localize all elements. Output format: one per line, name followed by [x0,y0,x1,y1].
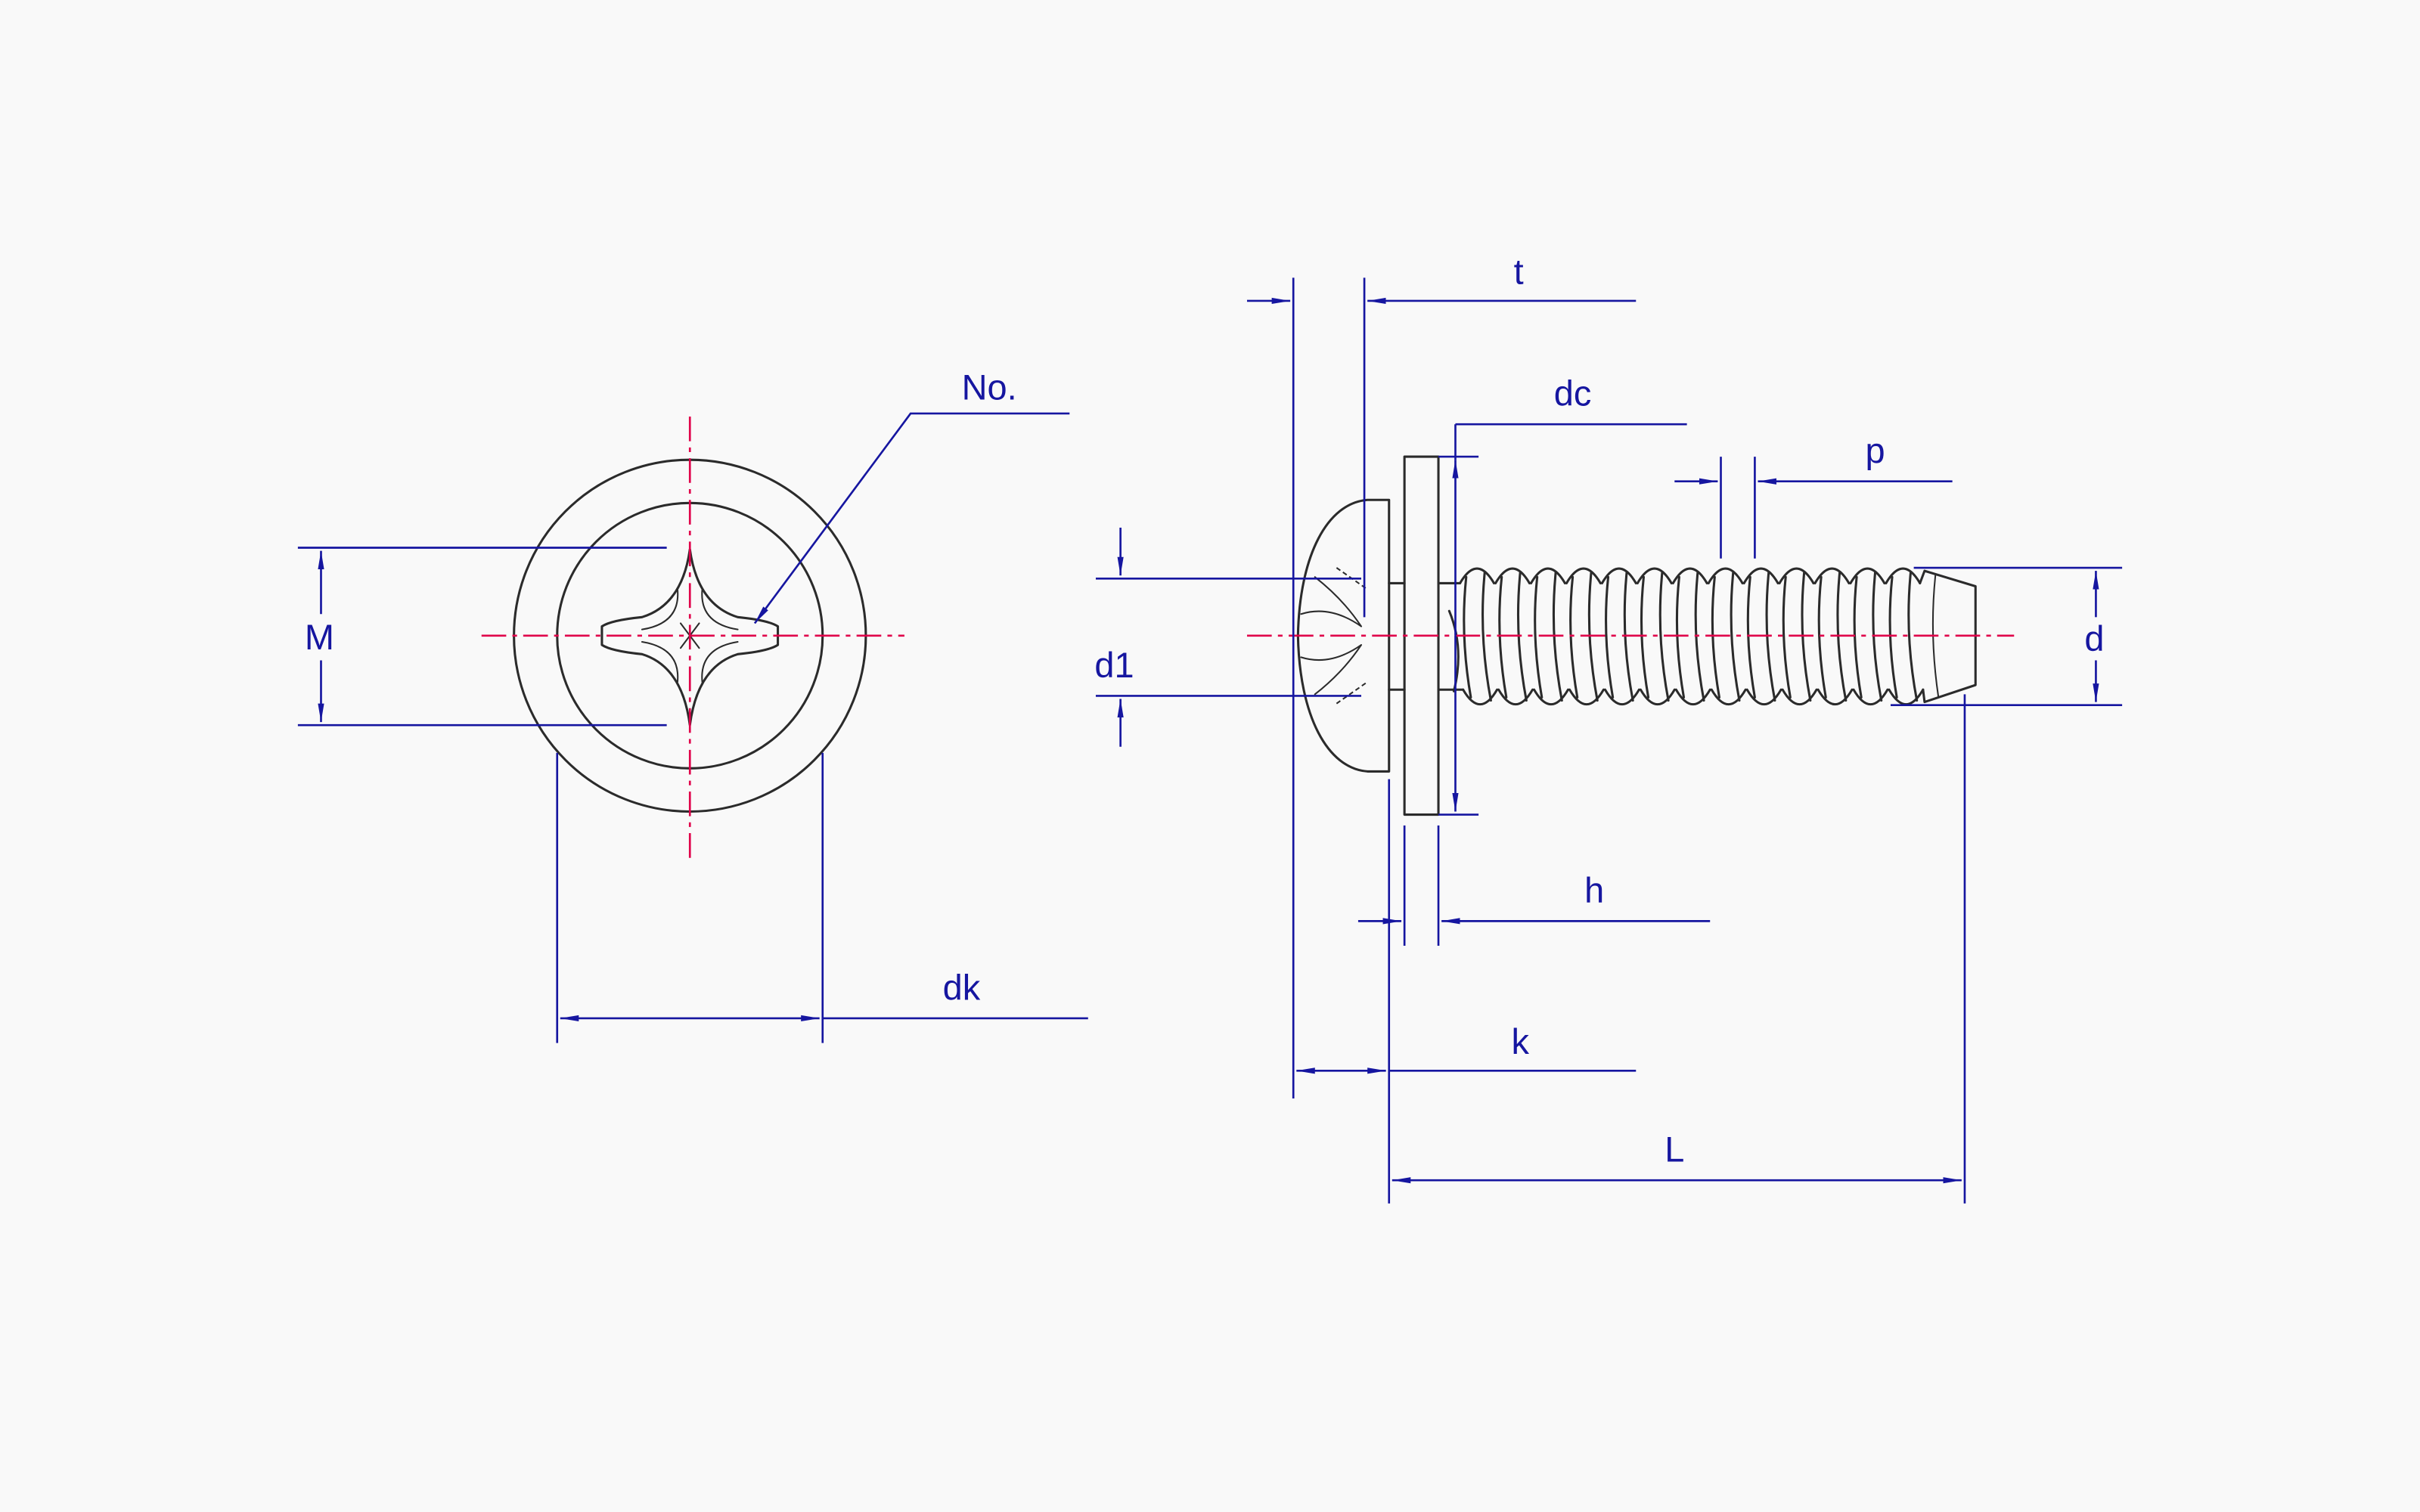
dk-dimension: dk [556,752,1088,1043]
head-recess-lines [1300,576,1363,696]
lock-spring-curve [1447,609,1460,692]
thread-crest-bottom [1888,688,1925,705]
thread-crest-top [1742,567,1779,584]
h-label: h [1584,871,1604,910]
thread-crest-top [1849,567,1886,584]
thread-flank-right [1481,571,1492,702]
thread-crest-bottom [1852,688,1889,705]
recess-number-leader [753,412,1070,624]
thread-crest-bottom [1639,688,1676,705]
thread-crest-bottom [1674,688,1711,705]
d-label: d [2084,619,2104,658]
thread-crest-top [1636,567,1673,584]
thread-crest-bottom [1710,688,1747,705]
thread-flank-left [1888,575,1898,699]
thread-crest-top [1459,567,1496,584]
thread-flank-left [1853,575,1863,699]
thread-crest-top [1600,567,1637,584]
thread-flank-left [1605,575,1615,699]
d1-dimension: d1 [1094,527,1361,747]
t-dimension: t [1246,253,1637,1099]
thread-flank-left [1711,575,1720,699]
thread-flank-left [1817,575,1827,699]
thread-crest-top [1778,567,1815,584]
recess-number-label: No. [962,368,1017,407]
thread-crest-bottom [1462,688,1499,705]
dc-dimension: dc [1438,374,1687,816]
thread-crest-bottom [1568,688,1605,705]
thread-flank-right [1907,571,1919,702]
thread-flank-left [1746,575,1756,699]
thread-crest-top [1885,567,1922,584]
dc-label: dc [1554,374,1592,414]
thread-flank-left [1782,575,1792,699]
thread-flank-left [1569,575,1579,699]
l-dimension: L [1392,694,1966,1204]
thread-crest-top [1565,567,1602,584]
thread-flank-left [1534,575,1544,699]
thread-flank-right [1730,571,1741,702]
thread-crest-bottom [1533,688,1569,705]
head-top-view: M dk No. [297,368,1088,1043]
thread-crest-top [1529,567,1566,584]
thread-crest-bottom [1497,688,1534,705]
thread-crest-bottom [1781,688,1818,705]
thread-flank-left [1640,575,1650,699]
k-dimension: k [1296,779,1637,1204]
p-dimension: p [1674,431,1953,559]
thread-flank-left [1463,575,1472,699]
screw-side-view: t dc p d1 [1094,253,2123,1204]
recess-number-callout: No. [753,368,1070,624]
m-dimension: M [297,547,667,727]
thread-flank-right [1658,571,1670,702]
thread-crest-bottom [1745,688,1782,705]
dk-label: dk [943,968,981,1007]
thread-crest-bottom [1603,688,1640,705]
thread-flank-left [1675,575,1686,699]
thread-crest-top [1813,567,1851,584]
thread-crest-top [1707,567,1744,584]
t-label: t [1514,253,1524,292]
p-label: p [1866,431,1885,470]
d1-label: d1 [1094,646,1134,685]
d-dimension: d [1891,566,2123,706]
k-label: k [1511,1022,1529,1061]
h-dimension: h [1357,825,1711,947]
phillips-recess-inner [641,588,739,683]
thread-crest-top [1671,567,1708,584]
l-label: L [1665,1130,1684,1170]
thread-crest-bottom [1817,688,1854,705]
thread-crest-top [1494,567,1531,584]
thread-flank-left [1498,575,1508,699]
m-label: M [305,618,334,657]
